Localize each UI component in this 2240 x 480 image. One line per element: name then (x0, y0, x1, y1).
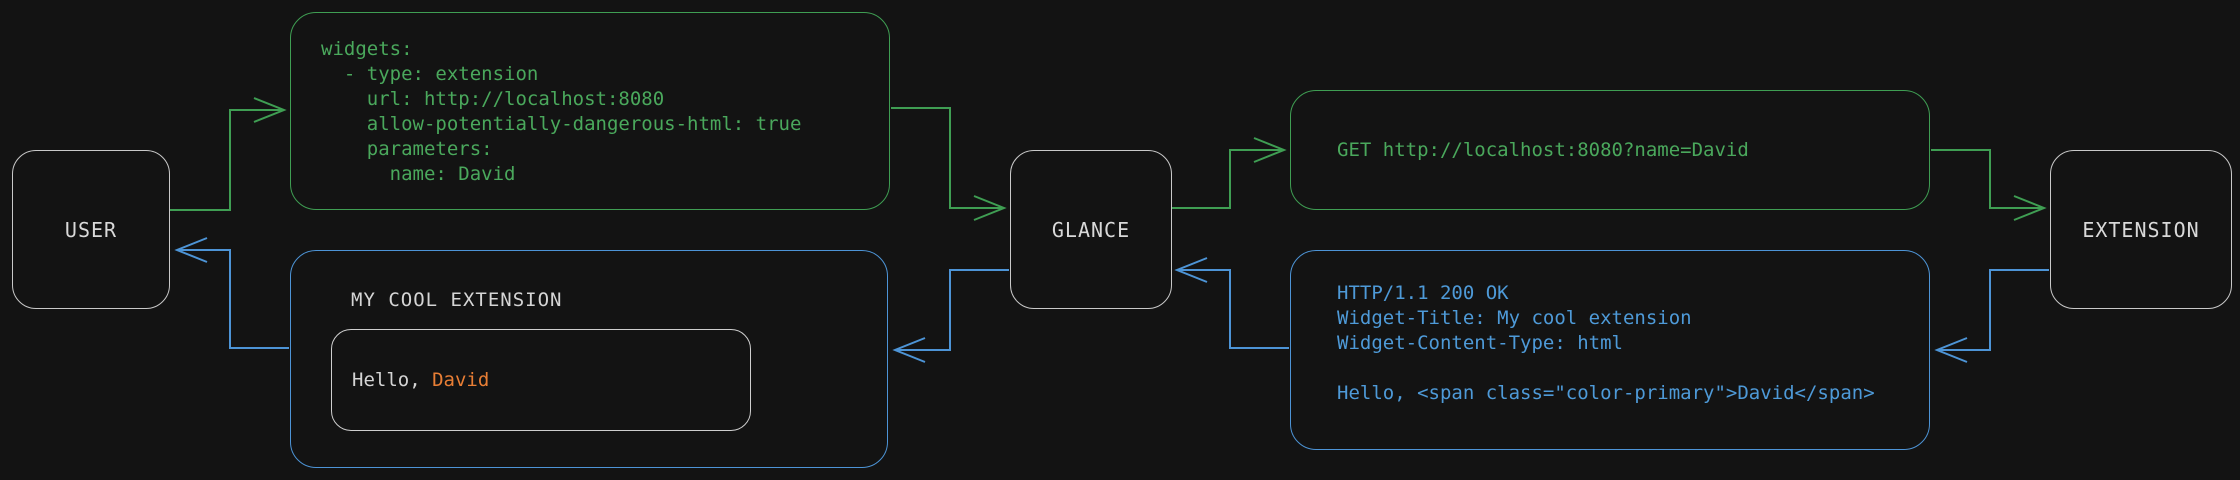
widget-greeting-box: Hello, David (331, 329, 751, 431)
config-yaml-box: widgets: - type: extension url: http://l… (290, 12, 890, 210)
http-request-code: GET http://localhost:8080?name=David (1337, 138, 1749, 161)
arrow-glance-to-request (1171, 137, 1287, 209)
arrow-response-to-glance (1174, 257, 1289, 349)
arrow-request-to-extension (1931, 149, 2047, 221)
node-user: USER (12, 150, 170, 309)
arrow-widget-to-user (174, 237, 289, 349)
http-response-box: HTTP/1.1 200 OK Widget-Title: My cool ex… (1290, 250, 1930, 450)
node-user-label: USER (64, 217, 118, 242)
arrow-config-to-glance (891, 107, 1007, 221)
arrow-glance-to-widget (892, 269, 1009, 363)
greeting-name: David (432, 369, 490, 391)
widget-render-box: MY COOL EXTENSION Hello, David (290, 250, 888, 468)
node-glance-label: GLANCE (1051, 217, 1131, 242)
node-glance: GLANCE (1010, 150, 1172, 309)
arrow-extension-to-response (1934, 269, 2049, 363)
arrow-user-to-config (169, 97, 287, 211)
http-response-code: HTTP/1.1 200 OK Widget-Title: My cool ex… (1337, 282, 1875, 404)
node-extension-label: EXTENSION (2082, 217, 2200, 242)
node-extension: EXTENSION (2050, 150, 2232, 309)
http-request-box: GET http://localhost:8080?name=David (1290, 90, 1930, 210)
config-yaml-code: widgets: - type: extension url: http://l… (321, 38, 802, 185)
widget-title: MY COOL EXTENSION (351, 289, 563, 311)
greeting-prefix: Hello, (352, 369, 433, 391)
